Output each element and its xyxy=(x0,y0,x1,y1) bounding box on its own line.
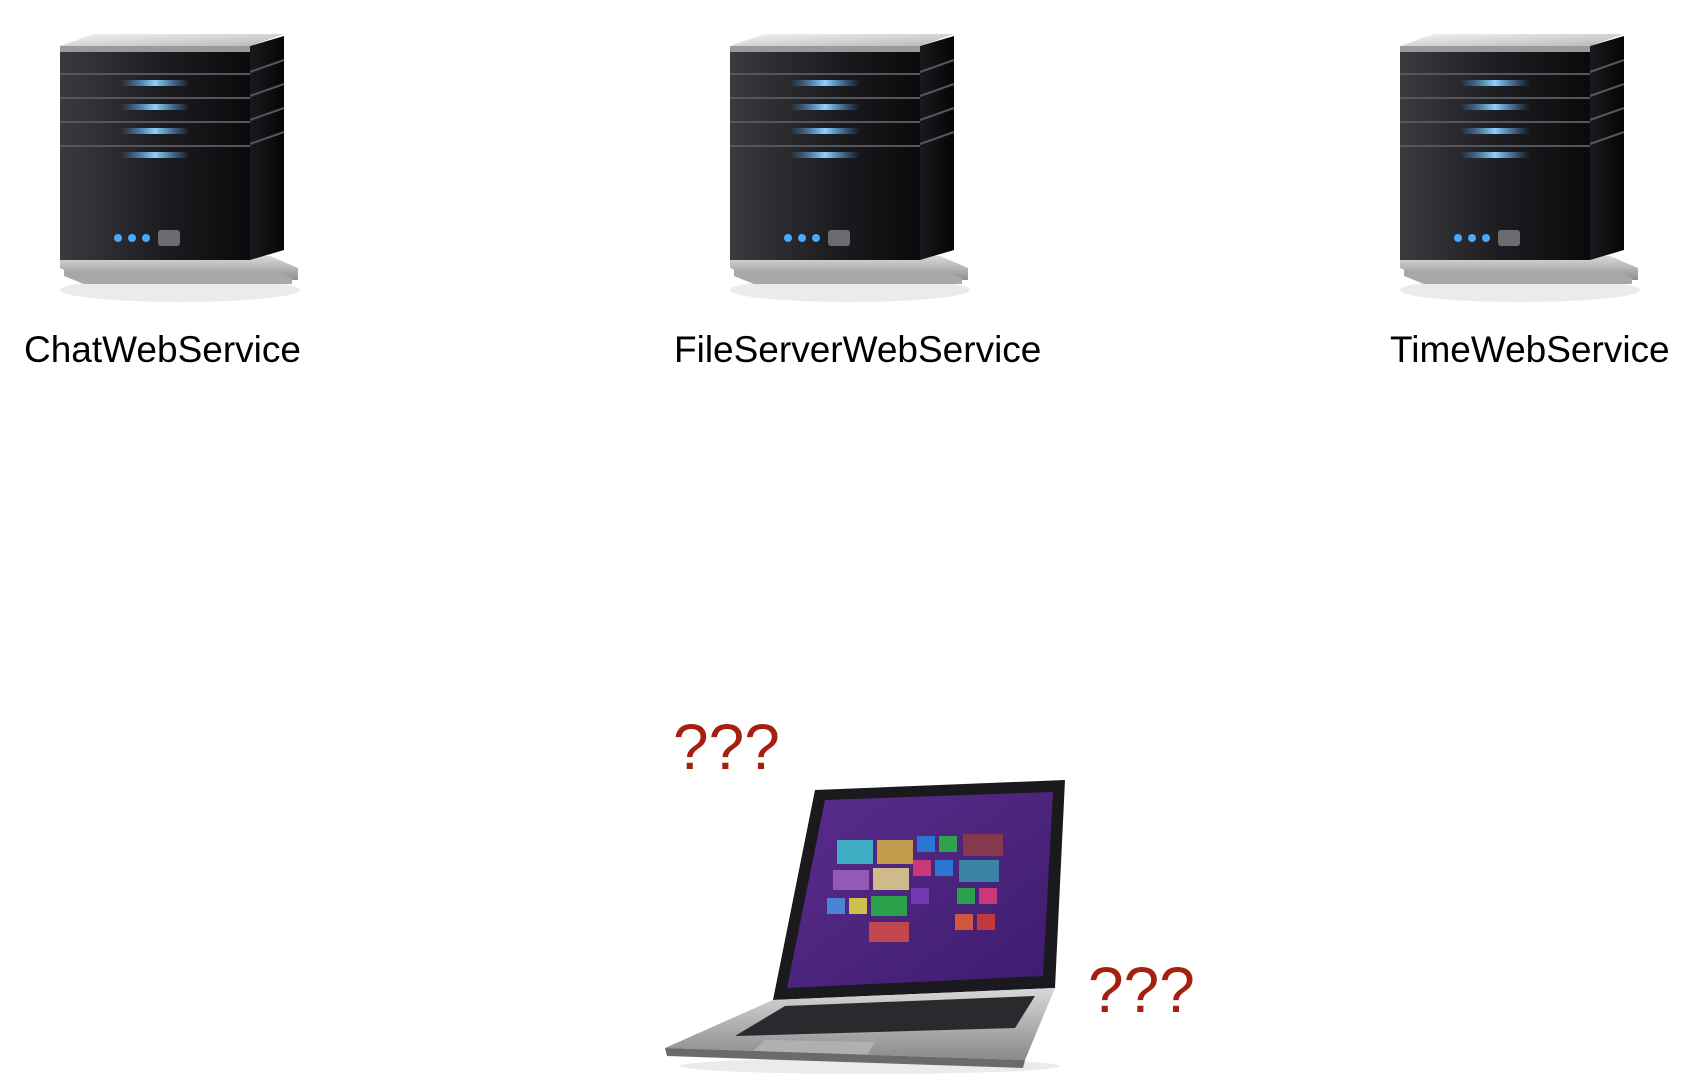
server-time xyxy=(1380,28,1650,310)
server-icon xyxy=(1380,28,1650,310)
server-label-time: TimeWebService xyxy=(1390,329,1670,370)
question-marks-left: ??? xyxy=(673,711,780,783)
server-label-chat: ChatWebService xyxy=(24,329,301,370)
server-label-fileserver: FileServerWebService xyxy=(674,329,1042,370)
server-chat xyxy=(40,28,310,310)
server-icon xyxy=(40,28,310,310)
laptop-icon xyxy=(655,778,1075,1076)
server-fileserver xyxy=(710,28,980,310)
client-laptop xyxy=(655,778,1075,1076)
question-marks-right: ??? xyxy=(1088,954,1195,1026)
server-icon xyxy=(710,28,980,310)
